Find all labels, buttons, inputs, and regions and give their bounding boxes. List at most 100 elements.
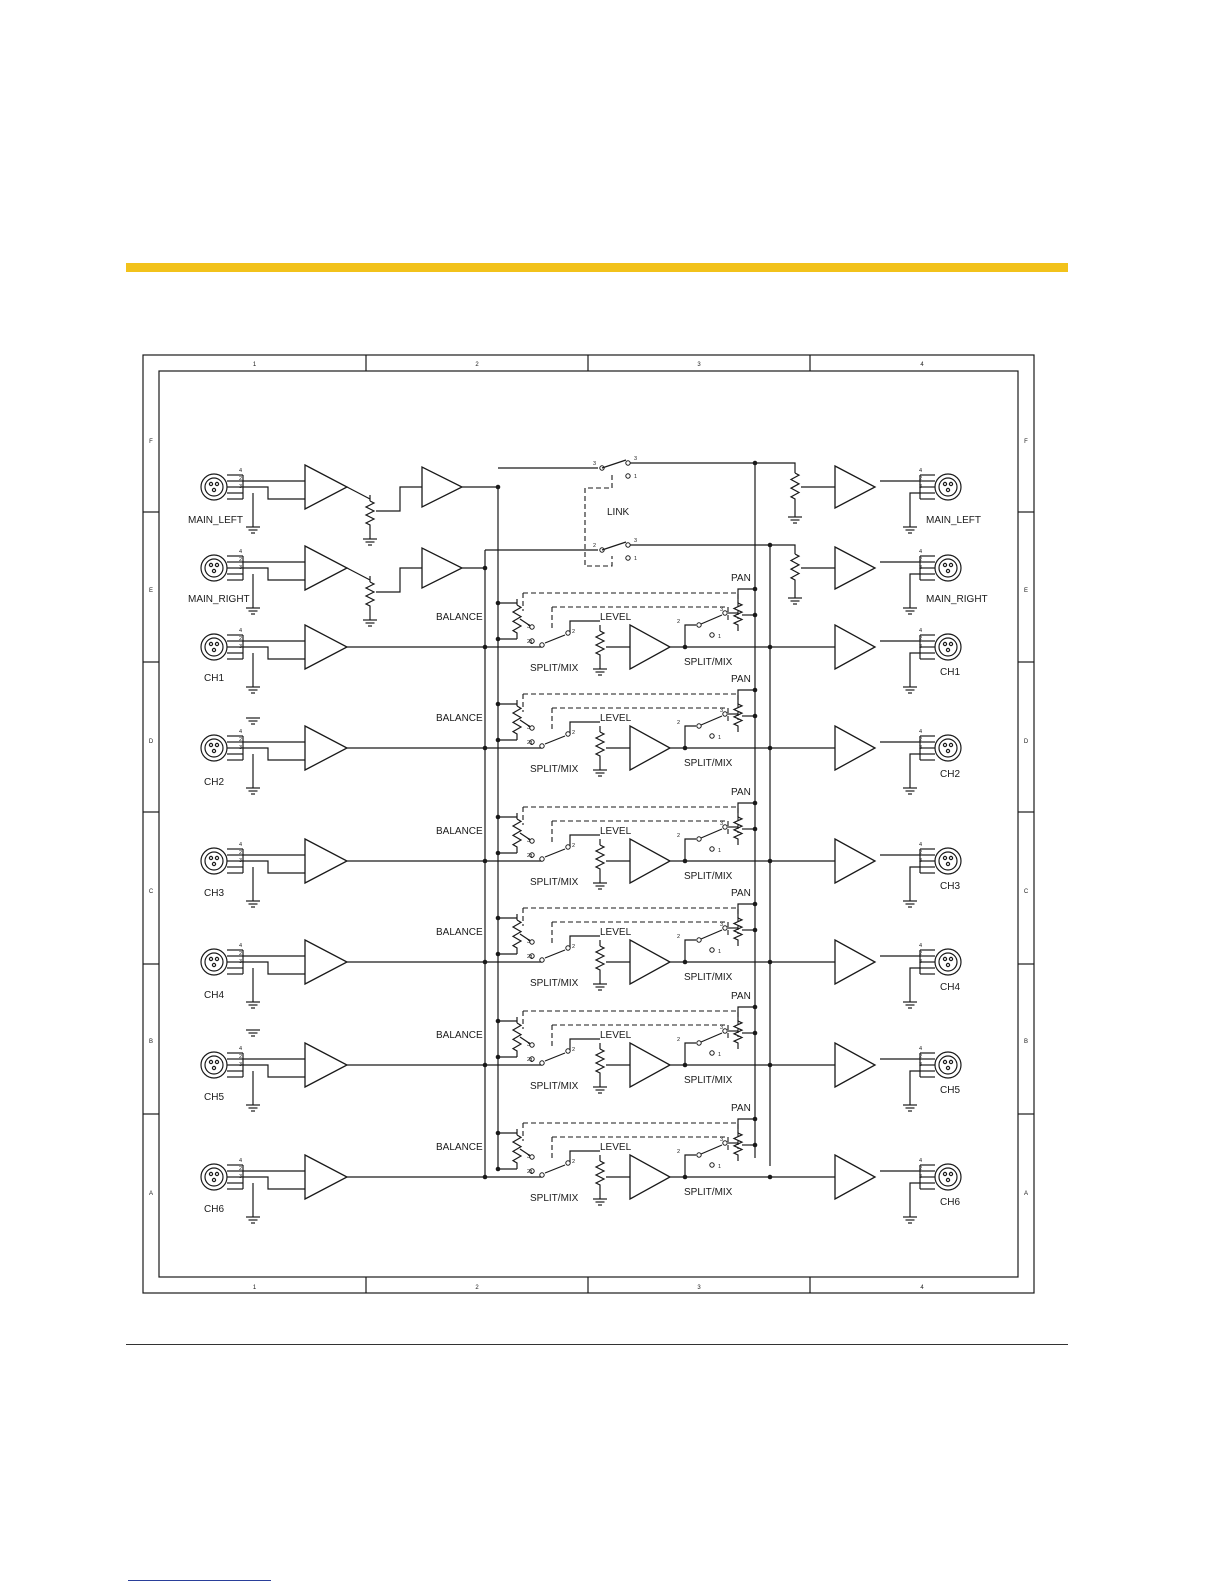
dashed-linkage	[552, 1136, 729, 1151]
potentiometer	[789, 472, 801, 505]
switch-contact	[529, 1168, 535, 1174]
wire	[909, 866, 920, 901]
xlr-pin	[211, 748, 217, 754]
amplifier-icon	[304, 837, 349, 885]
switch-contact	[709, 947, 715, 953]
xlr-pin	[214, 742, 220, 748]
switch-contact	[565, 844, 571, 850]
xlr-pin	[214, 481, 220, 487]
split-mix-label: SPLIT/MIX	[684, 1075, 733, 1086]
level-label: LEVEL	[600, 826, 632, 837]
footer-link-underline[interactable]	[128, 1580, 271, 1581]
switch-contact	[529, 1042, 535, 1048]
potentiometer	[732, 1132, 744, 1161]
xlr-pin	[948, 742, 954, 748]
switch-contact	[529, 725, 535, 731]
xlr-connector-icon	[938, 738, 958, 758]
switch-lever	[544, 735, 566, 745]
xlr-pin	[948, 641, 954, 647]
pin-number: 2	[919, 951, 922, 957]
potentiometer	[511, 919, 523, 954]
pin-number: 2	[239, 636, 242, 642]
switch-lever	[544, 1164, 566, 1174]
level-label: LEVEL	[600, 612, 632, 623]
xlr-connector-icon	[938, 637, 958, 657]
potentiometer	[364, 581, 376, 612]
xlr-pin	[214, 1171, 220, 1177]
dashed-linkage	[552, 606, 729, 621]
pin-number: 2	[677, 619, 680, 625]
zone-label-right: C	[1024, 889, 1029, 895]
pin-number: 2	[919, 636, 922, 642]
switch-contact	[709, 632, 715, 638]
junction-dot	[752, 687, 758, 693]
pin-number: 4	[239, 842, 242, 848]
switch-lever	[700, 614, 723, 625]
pin-number: 2	[677, 720, 680, 726]
wire	[684, 1042, 696, 1065]
amplifier-icon	[304, 724, 349, 772]
link-label: LINK	[607, 507, 630, 518]
zone-label-left: F	[149, 439, 153, 445]
pin-number: 2	[572, 944, 575, 950]
xlr-pin	[208, 641, 214, 647]
balance-label: BALANCE	[436, 927, 483, 938]
wire	[737, 1006, 755, 1015]
pin-number: 4	[239, 943, 242, 949]
pin-number: 2	[239, 557, 242, 563]
pin-number: 2	[919, 737, 922, 743]
pin-number: 3	[720, 821, 723, 827]
pin-number: 3	[634, 538, 637, 544]
xlr-pin	[211, 1177, 217, 1183]
pin-number: 3	[527, 1154, 530, 1160]
level-label: LEVEL	[600, 1030, 632, 1041]
junction-dot	[752, 901, 758, 907]
amplifier-icon	[421, 465, 464, 509]
xlr-pin	[948, 481, 954, 487]
zone-label-top: 2	[475, 362, 479, 368]
xlr-pin	[214, 1059, 220, 1065]
zone-label-right: D	[1024, 739, 1029, 745]
switch-contact	[565, 1160, 571, 1166]
switch-contact	[709, 1162, 715, 1168]
switch-lever	[544, 1052, 566, 1062]
pin-number: 3	[527, 725, 530, 731]
xlr-connector-icon	[204, 637, 224, 657]
pin-number: 3	[593, 461, 596, 467]
switch-contact	[539, 642, 545, 648]
dashed-linkage	[552, 820, 729, 835]
pin-number: 4	[919, 1046, 922, 1052]
xlr-pin	[214, 641, 220, 647]
wire	[684, 1154, 696, 1177]
amplifier-icon	[304, 544, 349, 592]
pan-label: PAN	[731, 1103, 751, 1114]
xlr-pin	[211, 861, 217, 867]
xlr-pin	[211, 962, 217, 968]
xlr-connector-icon	[938, 851, 958, 871]
junction-dot	[752, 1004, 758, 1010]
junction-dot	[752, 1116, 758, 1122]
amplifier-icon	[834, 938, 877, 986]
potentiometer	[732, 602, 744, 631]
potentiometer	[511, 818, 523, 853]
pin-number: 2	[593, 543, 596, 549]
junction-dot	[495, 701, 501, 707]
pin-number: 3	[919, 858, 922, 864]
switch-contact	[709, 1050, 715, 1056]
pin-number: 3	[239, 858, 242, 864]
wire	[684, 725, 696, 748]
junction-dot	[495, 814, 501, 820]
xlr-pin	[208, 1171, 214, 1177]
pan-label: PAN	[731, 888, 751, 899]
amplifier-icon	[304, 938, 349, 986]
xlr-pin	[942, 1059, 948, 1065]
pin-number: 4	[919, 1158, 922, 1164]
split-mix-label: SPLIT/MIX	[530, 877, 579, 888]
zone-label-right: B	[1024, 1039, 1028, 1045]
input-connector-label: CH3	[204, 888, 224, 899]
switch-contact	[529, 624, 535, 630]
level-label: LEVEL	[600, 713, 632, 724]
switch-contact	[529, 739, 535, 745]
xlr-pin	[208, 562, 214, 568]
pin-number: 3	[634, 456, 637, 462]
